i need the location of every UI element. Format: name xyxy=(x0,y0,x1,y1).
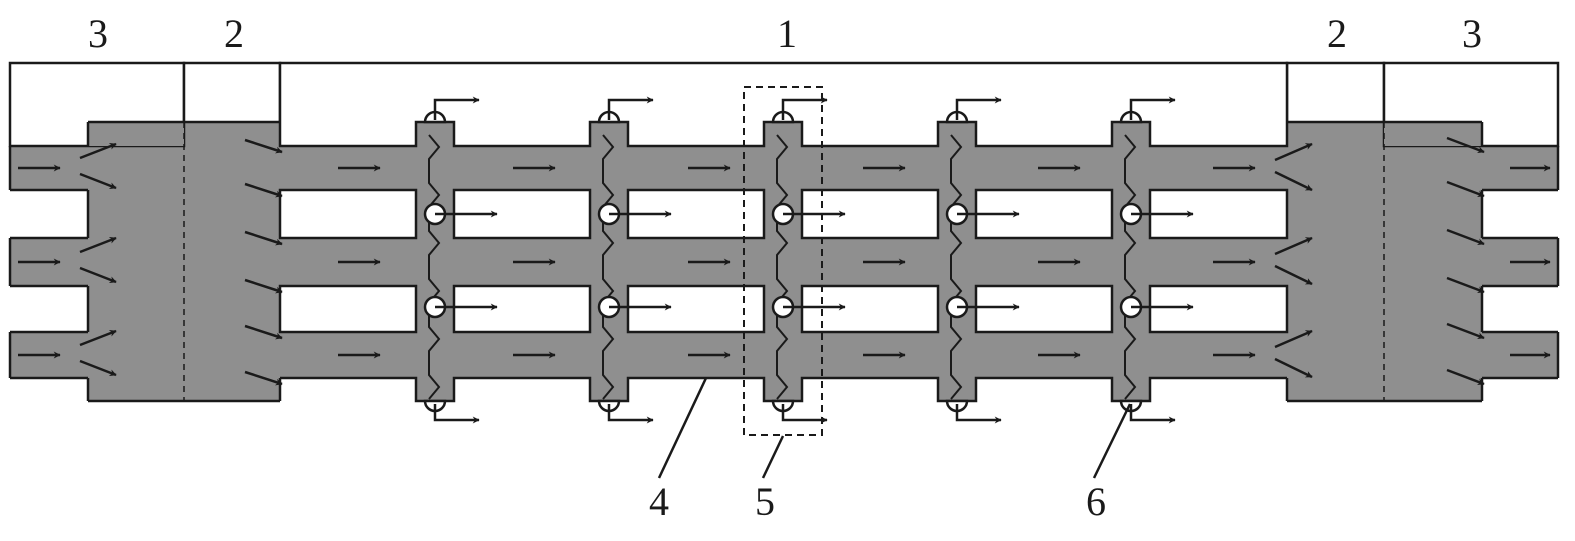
flow-arrow-icon xyxy=(244,230,283,246)
flow-arrow-icon xyxy=(244,324,283,340)
flow-arrow-icon xyxy=(1274,264,1313,286)
flow-arrow-icon xyxy=(1274,170,1313,192)
junction-column xyxy=(590,122,628,401)
junction-column xyxy=(938,122,976,401)
inner-gap xyxy=(800,284,940,334)
inner-gap xyxy=(452,284,592,334)
outlet-down-arrow-icon xyxy=(955,404,1002,424)
flow-arrow-icon xyxy=(244,182,283,198)
flow-arrow-icon xyxy=(1274,329,1313,349)
label-left-inner: 2 xyxy=(224,11,244,56)
outer-gap-right xyxy=(1482,190,1558,238)
outlet-up-arrow-icon xyxy=(1129,96,1176,120)
inner-gap xyxy=(974,284,1114,334)
junction-wall xyxy=(428,134,441,400)
leader-channel xyxy=(657,377,708,479)
flow-arrow-icon xyxy=(1446,136,1485,154)
flow-arrow-icon xyxy=(79,142,117,160)
callout-label-unit-cell: 5 xyxy=(755,479,775,524)
right-plenum xyxy=(1287,122,1482,401)
left-plenum xyxy=(88,122,280,401)
outlet-up-arrow-icon xyxy=(607,96,654,120)
inner-gap xyxy=(626,284,766,334)
outlet-up-arrow-icon xyxy=(433,96,480,120)
unit-cell-box xyxy=(743,86,823,436)
flow-arrow-icon xyxy=(79,359,117,377)
flow-arrow-icon xyxy=(244,138,283,154)
outlet-up-arrow-icon xyxy=(955,96,1002,120)
callout-label-channel: 4 xyxy=(649,479,669,524)
callout-leaders xyxy=(657,377,1132,479)
callout-label-outlet: 6 xyxy=(1086,479,1106,524)
flow-arrow-icon xyxy=(1274,142,1313,162)
inner-gap xyxy=(278,188,418,240)
right-plenum-top xyxy=(1384,122,1482,146)
left-plenum-top xyxy=(88,122,184,146)
label-right-inner: 2 xyxy=(1327,11,1347,56)
flow-arrow-icon xyxy=(1274,357,1313,379)
header-panel-right-inner xyxy=(1285,61,1386,124)
label-center: 1 xyxy=(777,11,797,56)
outlet-up-arrow-icon xyxy=(781,96,828,120)
inner-gap xyxy=(278,284,418,334)
flow-arrow-icon xyxy=(1274,236,1313,256)
flow-arrow-icon xyxy=(244,370,283,386)
junction-column xyxy=(416,122,454,401)
flow-channels xyxy=(10,122,1558,401)
junction-wall xyxy=(776,134,789,400)
junction-column xyxy=(1112,122,1150,401)
junction-wall xyxy=(950,134,963,400)
label-left-outer: 3 xyxy=(88,11,108,56)
flow-arrow-icon xyxy=(79,172,117,190)
flow-arrow-icon xyxy=(79,266,117,284)
flow-arrow-icon xyxy=(1446,368,1485,386)
junction-wall xyxy=(1124,134,1137,400)
junction-walls xyxy=(428,134,1137,400)
junction-wall xyxy=(602,134,615,400)
outer-gap-left xyxy=(10,190,88,238)
leader-unit-cell xyxy=(761,435,785,479)
outer-gap-right xyxy=(1482,286,1558,332)
outer-gap-left xyxy=(10,286,88,332)
junction-column xyxy=(764,122,802,401)
outlet-down-arrow-icon xyxy=(1129,404,1176,424)
leader-outlet xyxy=(1092,403,1132,479)
flow-arrow-icon xyxy=(1446,180,1485,198)
flow-arrow-icon xyxy=(1446,322,1485,340)
header-panel-left-inner xyxy=(182,61,282,124)
flow-arrow-icon xyxy=(1446,228,1485,246)
outlet-down-arrow-icon xyxy=(433,404,480,424)
inner-gap xyxy=(1148,284,1289,334)
flow-arrow-icon xyxy=(244,278,283,294)
flow-arrows xyxy=(18,96,1551,424)
label-right-outer: 3 xyxy=(1462,11,1482,56)
flow-arrow-icon xyxy=(79,329,117,347)
outlet-down-arrow-icon xyxy=(781,404,828,424)
flow-arrow-icon xyxy=(1446,276,1485,294)
dashed-guides xyxy=(183,86,1385,436)
outlet-markers xyxy=(423,110,1143,413)
outlet-down-arrow-icon xyxy=(607,404,654,424)
flow-arrow-icon xyxy=(79,236,117,254)
